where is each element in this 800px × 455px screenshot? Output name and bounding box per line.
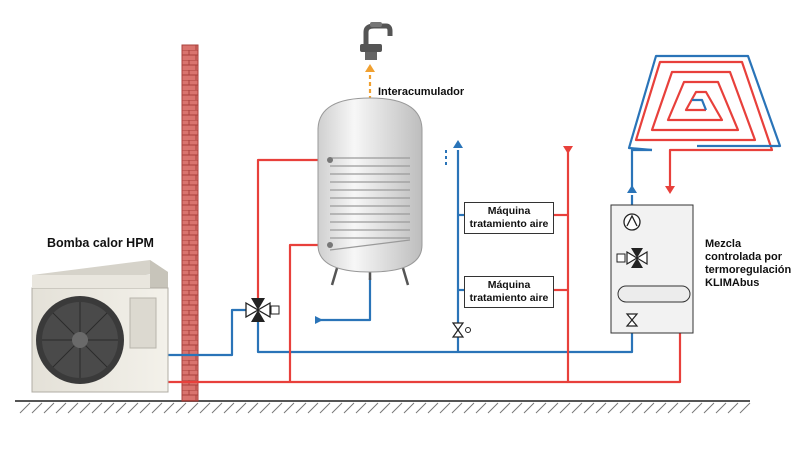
ahu-box-2: Máquina tratamiento aire	[464, 276, 554, 308]
hot-tank-coil-feed	[256, 158, 325, 300]
arrow-up-blue-mix	[627, 185, 637, 193]
mixing-line4: KLIMAbus	[705, 277, 760, 289]
cold-return-line	[256, 320, 634, 354]
hot-main-flow	[165, 268, 682, 384]
ahu-2-line1: Máquina	[487, 279, 531, 291]
mixing-valve-icon	[616, 248, 648, 268]
brick-wall	[181, 44, 199, 402]
mixing-module	[610, 204, 694, 334]
hydraulic-separator	[617, 285, 691, 303]
ahu-box-1: Máquina tratamiento aire	[464, 202, 554, 234]
check-valve-icon	[451, 322, 471, 338]
cold-tank-inlet	[318, 278, 372, 322]
mixing-line2: controlada por	[705, 251, 783, 263]
arrow-down-red-mix	[665, 186, 675, 194]
three-way-valve-icon	[245, 298, 280, 322]
tank-label: Interacumulador	[378, 86, 465, 98]
arrow-up-orange-dhw	[365, 64, 375, 72]
cold-floor-return	[630, 148, 652, 190]
arrow-right-blue-inlet	[315, 316, 323, 324]
arrow-up-blue-ahu	[453, 140, 463, 148]
mixing-line3: termoregulación	[705, 264, 792, 276]
module-check-valve-icon	[625, 313, 639, 327]
heat-pump-unit	[31, 260, 169, 393]
hot-tank-coil-return	[288, 243, 325, 382]
ahu-2-line2: tratamiento aire	[469, 292, 549, 304]
hot-floor-flow	[668, 148, 690, 190]
faucet-icon	[360, 22, 393, 60]
ahu-1-line1: Máquina	[487, 205, 531, 217]
mixing-line1: Mezcla	[705, 238, 742, 250]
flow-arrows	[315, 64, 675, 324]
floor-heating-loop	[627, 54, 782, 152]
cold-main-return	[165, 308, 247, 357]
heat-pump-label: Bomba calor HPM	[47, 236, 154, 250]
arrow-down-red-ahu	[563, 146, 573, 154]
ahu-1-line2: tratamiento aire	[469, 218, 549, 230]
circulator-pump-icon	[623, 213, 641, 231]
storage-tank	[317, 97, 423, 286]
mixing-label: Mezcla controlada por termoregulación KL…	[705, 238, 791, 290]
ground	[15, 400, 751, 414]
